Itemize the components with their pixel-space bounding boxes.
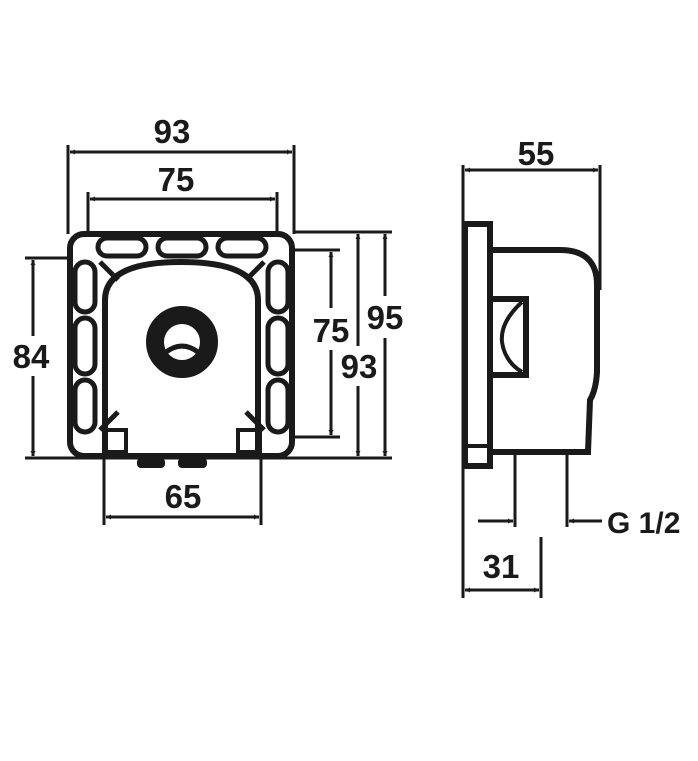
dim-height-outer: 95 [367,299,404,336]
valve-ring [146,306,218,378]
connector-right [178,458,207,468]
front-view: 93 75 84 75 93 95 65 [10,113,406,525]
side-view: 55 31 G 1/2 [461,135,680,598]
dim-height-mid: 93 [341,348,378,385]
corner-block-left [102,428,128,454]
side-plate [462,221,493,469]
frame-slots [72,235,291,435]
dim-height-left: 84 [13,338,50,375]
dim-height-inner: 75 [313,312,350,349]
thread-label: G 1/2 [607,507,680,540]
side-window [490,296,529,378]
side-body [490,247,600,455]
valve-body [102,258,261,459]
dim-depth: 55 [518,135,555,172]
dim-bottom: 65 [165,478,202,515]
side-dimension-lines [461,165,602,598]
connector-left [137,458,165,468]
dim-width-outer: 93 [154,113,191,150]
front-dimension-lines [25,145,392,525]
dim-width-inner: 75 [158,161,195,198]
corner-block-right [236,428,262,454]
dim-offset: 31 [483,548,520,585]
